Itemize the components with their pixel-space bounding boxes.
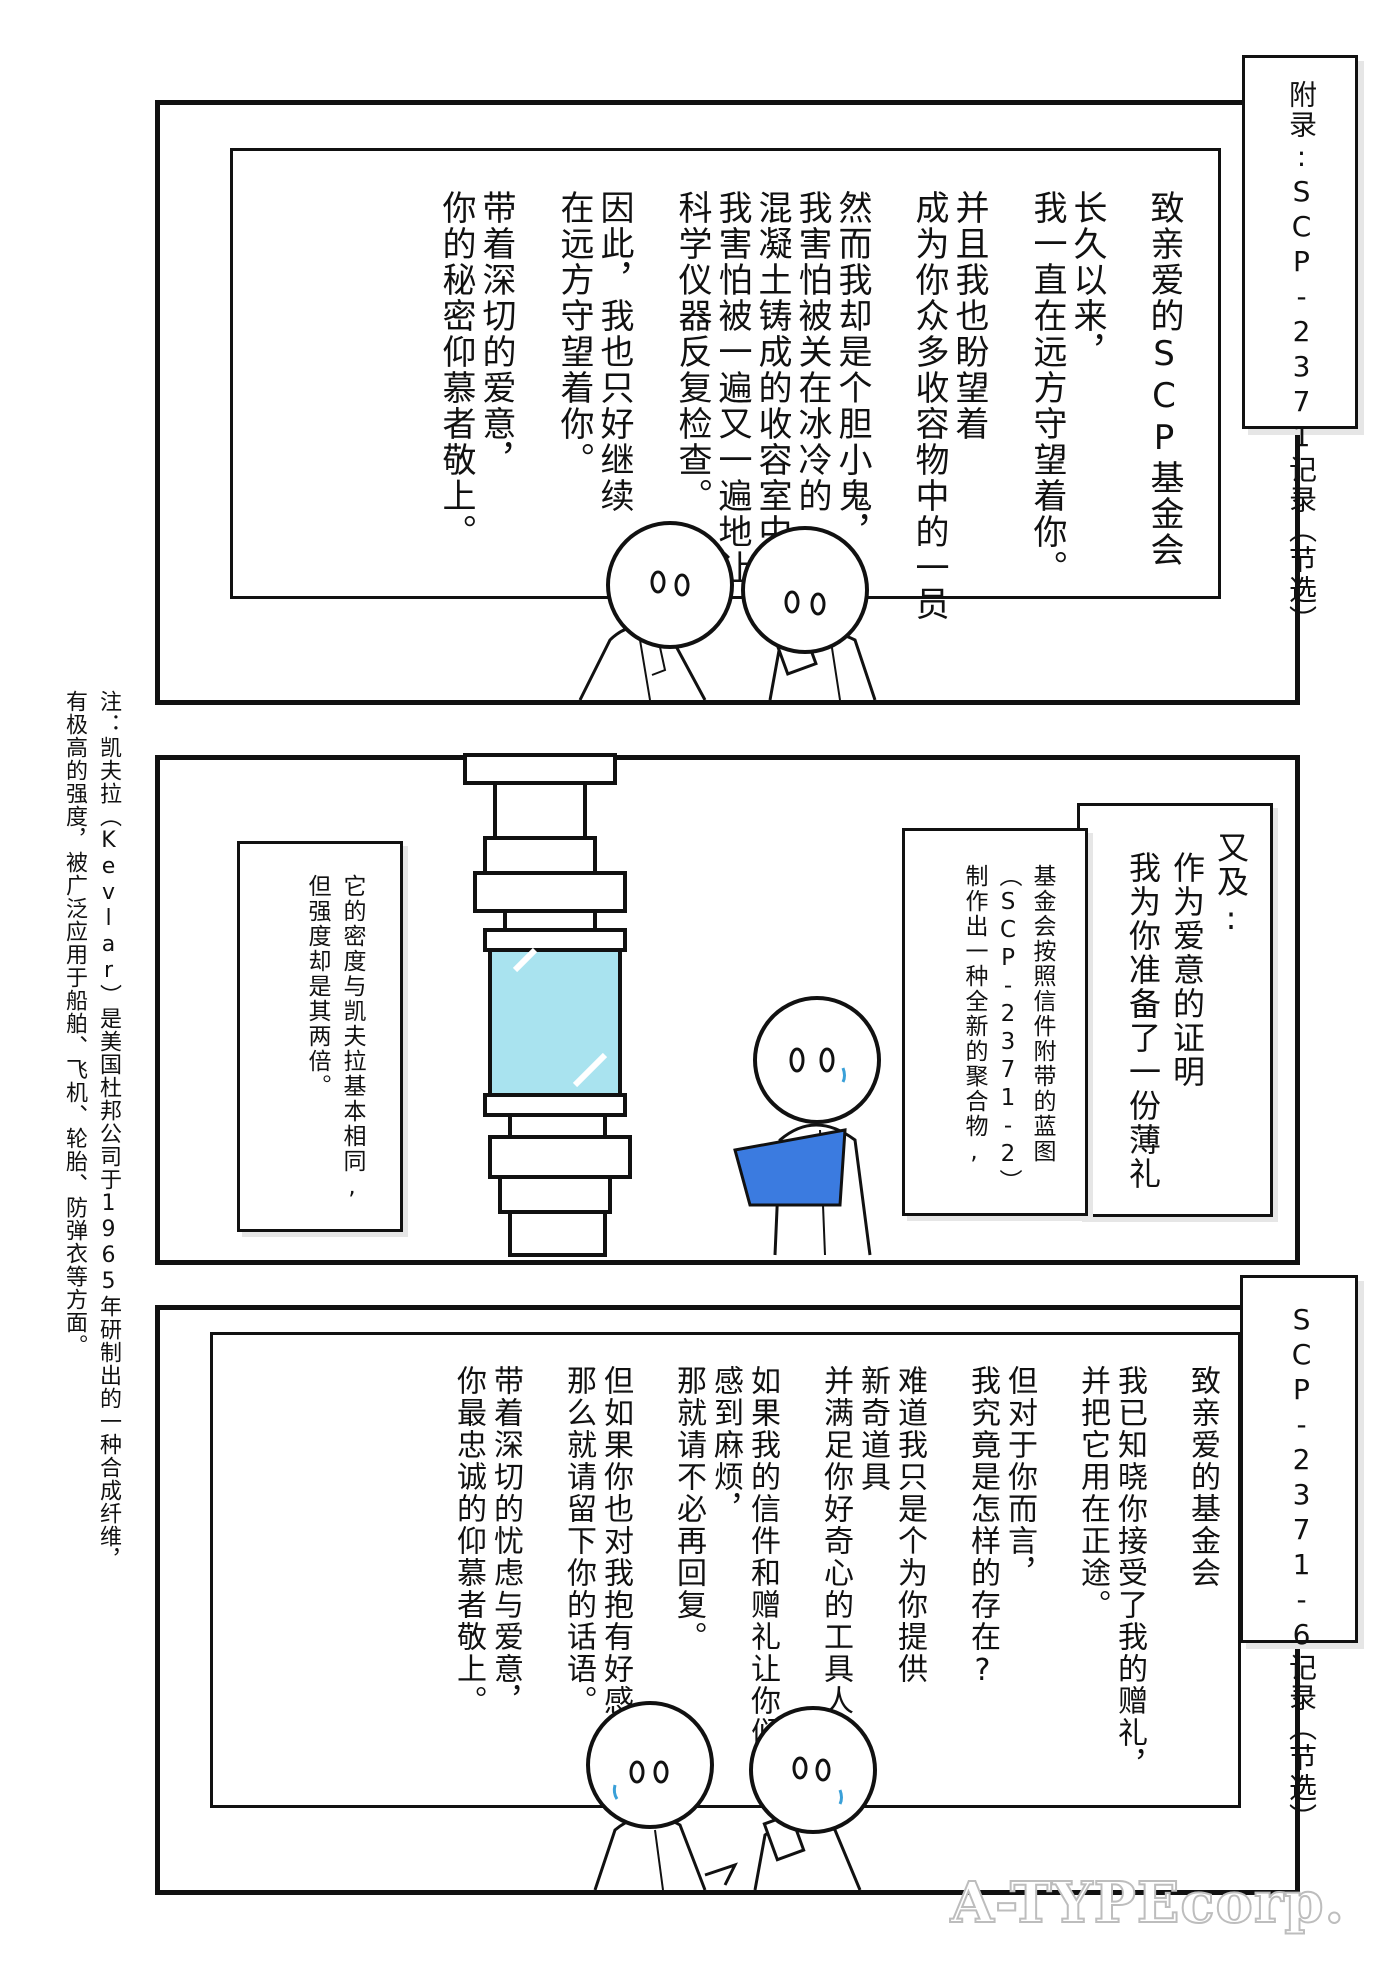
record-tag-text: 附录:SCP-2371记录（节选）: [1285, 80, 1318, 635]
watermark-logo: A-TYPEcorp.: [950, 1869, 1345, 1937]
record-tag-3: SCP-2371-6记录（节选）: [1240, 1275, 1358, 1833]
characters-reading-illustration: [578, 521, 877, 701]
panel-3: [155, 1305, 1300, 1895]
caption-line: 制作出一种全新的聚合物,: [961, 864, 987, 1167]
letter-line: 你最忠诚的仰慕者敬上。: [451, 1365, 486, 1717]
letter-text-1: 致亲爱的SCP基金会 长久以来， 我一直在远方守望着你。 并且我也盼望着 成为你…: [255, 190, 1195, 622]
speech-line: 我为你准备了一份薄礼: [1124, 851, 1162, 1191]
caption-line: 它的密度与凯夫拉基本相同,: [339, 874, 365, 1202]
researcher-tablet-illustration: [733, 996, 881, 1256]
record-tag-1: 附录:SCP-2371记录（节选）: [1242, 55, 1358, 635]
letter-text-3: 致亲爱的基金会 我已知晓你接受了我的赠礼， 并把它用在正途。 但对于你而言， 我…: [230, 1365, 1230, 1825]
letter-line: 我已知晓你接受了我的赠礼，: [1112, 1365, 1147, 1781]
speech-line: 作为爱意的证明: [1168, 851, 1206, 1089]
panel-1: 致亲爱的SCP基金会 长久以来， 我一直在远方守望着你。 并且我也盼望着 成为你…: [155, 100, 1300, 705]
letter-line: 致亲爱的SCP基金会: [1144, 190, 1184, 568]
footnote: 注：凯夫拉（Kevlar）是美国杜邦公司于1965年研制出的一种合成纤维， 有极…: [40, 690, 135, 1571]
letter-line: 混凝土铸成的收容室中，: [752, 190, 792, 586]
characters-worried-illustration: [586, 1701, 877, 1891]
footnote-line: 有极高的强度，被广泛应用于船舶、飞机、轮胎、防弹衣等方面。: [62, 690, 87, 1357]
letter-line: 你的秘密仰慕者敬上。: [436, 190, 476, 550]
letter-line: 那么就请留下你的话语。: [561, 1365, 596, 1717]
letter-line: 但对于你而言，: [1002, 1365, 1037, 1589]
letter-line: 那就请不必再回复。: [671, 1365, 706, 1653]
caption-box-right: 基金会按照信件附带的蓝图 （SCP-2371-2） 制作出一种全新的聚合物,: [902, 828, 1088, 1216]
letter-line: 带着深切的忧虑与爱意，: [488, 1365, 523, 1717]
speech-box: 又及: 作为爱意的证明 我为你准备了一份薄礼: [1077, 803, 1273, 1217]
letter-line: 在远方守望着你。: [554, 190, 594, 478]
letter-line: 因此，我也只好继续: [594, 190, 634, 514]
letter-line: 科学仪器反复检查。: [672, 190, 712, 514]
letter-line: 带着深切的爱意，: [476, 190, 516, 478]
letter-line: 感到麻烦，: [708, 1365, 743, 1525]
letter-frame-3: [210, 1332, 1241, 1808]
caption-line: 但强度却是其两倍。: [304, 874, 330, 1099]
letter-line: 成为你众多收容物中的一员: [909, 190, 949, 622]
letter-line: 如果我的信件和赠礼让你们: [745, 1365, 780, 1749]
letter-line: 新奇道具: [855, 1365, 890, 1493]
letter-line: 难道我只是个为你提供: [892, 1365, 927, 1685]
letter-line: 并把它用在正途。: [1075, 1365, 1110, 1621]
speech-line: 又及:: [1212, 831, 1250, 939]
record-tag-text: SCP-2371-6记录（节选）: [1285, 1303, 1318, 1833]
footnote-line: 注：凯夫拉（Kevlar）是美国杜邦公司于1965年研制出的一种合成纤维，: [96, 690, 121, 1571]
letter-line: 然而我却是个胆小鬼，: [832, 190, 872, 550]
letter-line: 致亲爱的基金会: [1185, 1365, 1220, 1589]
letter-line: 我究竟是怎样的存在?: [965, 1365, 1000, 1690]
caption-line: （SCP-2371-2）: [995, 864, 1021, 1194]
letter-line: 我一直在远方守望着你。: [1027, 190, 1067, 586]
letter-line: 但如果你也对我抱有好感，: [598, 1365, 633, 1749]
letter-line: 我害怕被关在冰冷的: [792, 190, 832, 514]
caption-line: 基金会按照信件附带的蓝图: [1029, 864, 1055, 1164]
polymer-sample-illustration: [463, 753, 632, 1257]
letter-line: 并且我也盼望着: [949, 190, 989, 442]
letter-line: 长久以来，: [1067, 190, 1107, 370]
caption-box-left: 它的密度与凯夫拉基本相同, 但强度却是其两倍。: [237, 841, 403, 1232]
letter-frame-1: [230, 148, 1221, 599]
letter-line: 我害怕被一遍又一遍地让: [712, 190, 752, 586]
